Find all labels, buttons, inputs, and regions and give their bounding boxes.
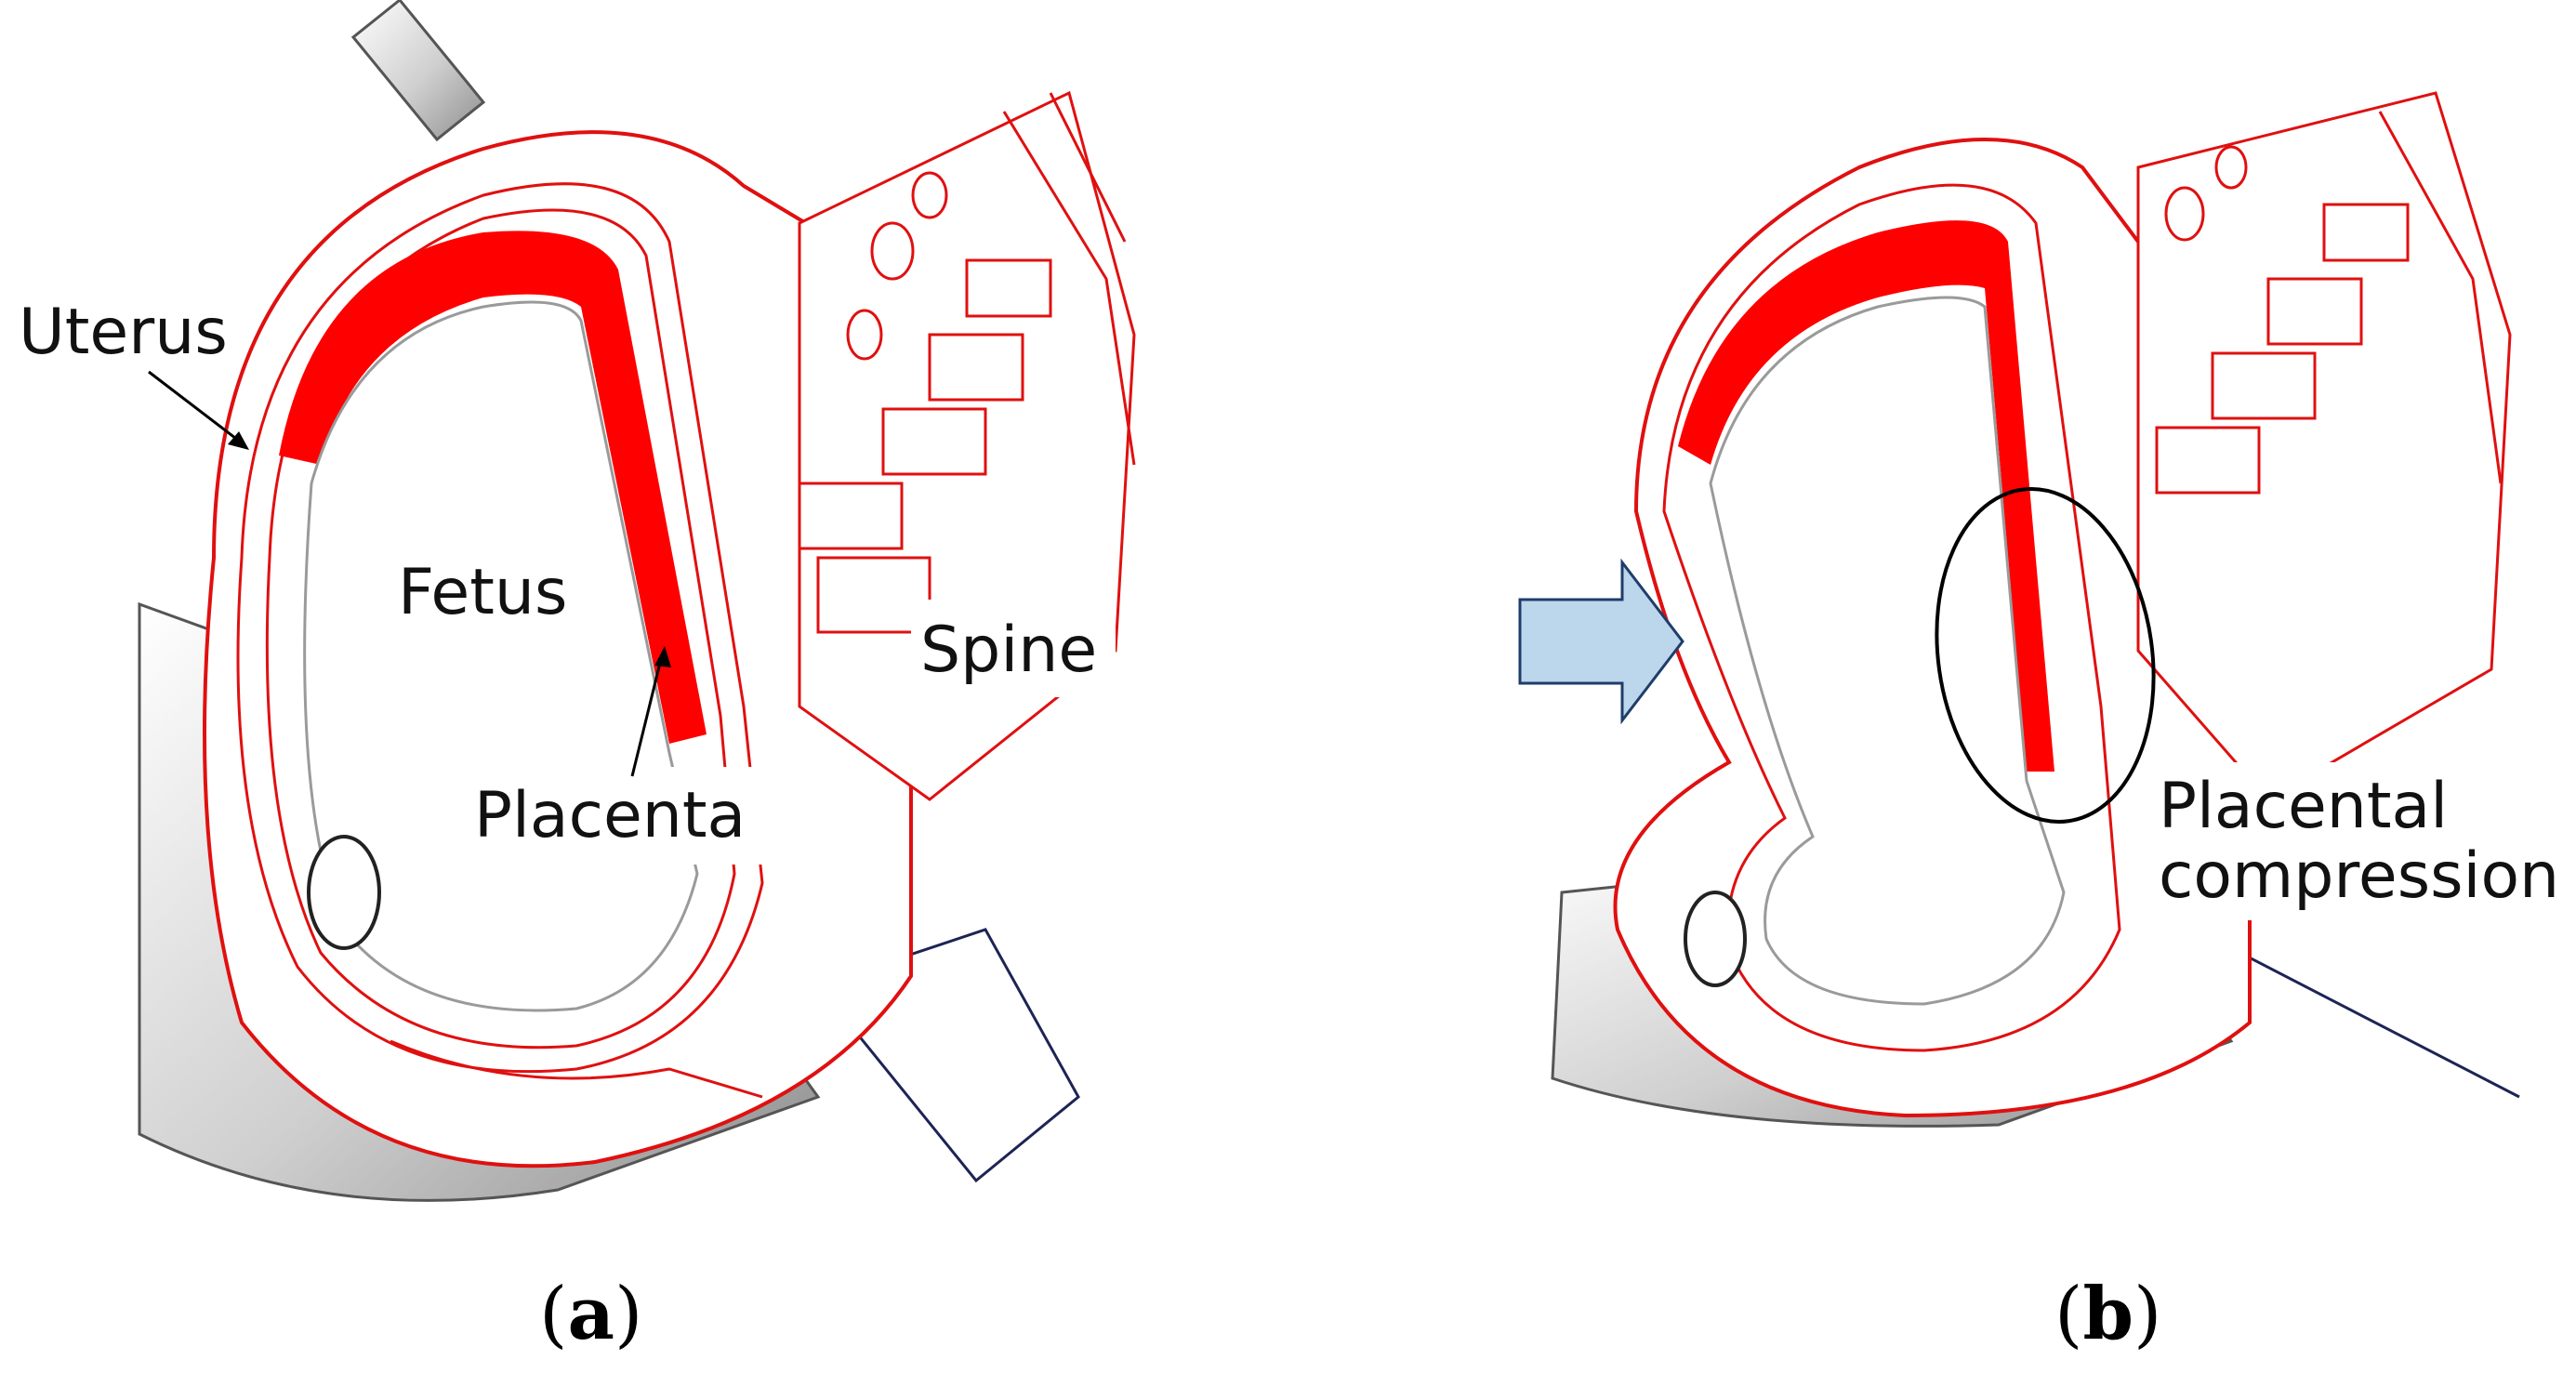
panel-a-caption-close: )	[614, 1273, 642, 1356]
panel-a-caption: (a)	[539, 1272, 642, 1356]
panel-a-caption-open: (	[539, 1273, 567, 1356]
panel-a-spine-label-bg	[911, 600, 1116, 697]
panel-b-caption: (b)	[2054, 1272, 2161, 1356]
panel-b-right-line	[2230, 946, 2520, 1099]
panel-b-caption-letter: b	[2082, 1272, 2133, 1356]
panel-b-fetus-cavity	[1709, 296, 2066, 1006]
panel-b-bladder	[1684, 891, 1747, 987]
panel-b-label-compression: compression	[2159, 839, 2559, 913]
panel-a-label-spine: Spine	[920, 614, 1097, 687]
panel-b-push-arrow-icon	[1518, 558, 1684, 725]
panel-a-leader-placenta	[630, 654, 664, 777]
panel-a-placenta	[279, 231, 707, 745]
panel-b: Placental compression (b)	[1518, 91, 2559, 1356]
panel-a-lower-structure	[390, 1039, 763, 1099]
panel-a-label-uterus: Uterus	[19, 296, 228, 369]
panel-a-label-placenta: Placenta	[474, 779, 746, 852]
panel-a: Uterus Fetus Spine Placenta (a)	[19, 0, 1136, 1356]
panel-a-bladder	[307, 835, 381, 950]
panel-a-box-outline	[815, 928, 1080, 1183]
panel-b-label-bg	[2147, 762, 2556, 920]
panel-a-leader-uterus	[148, 370, 244, 446]
panel-b-caption-close: )	[2133, 1273, 2161, 1356]
panel-a-placenta-label-bg	[460, 767, 767, 865]
panel-a-upper-tube	[350, 0, 486, 142]
panel-b-uterus-wall	[1662, 183, 2121, 1052]
panel-b-compression-ellipse	[1935, 487, 2156, 824]
panel-b-spine-region	[2136, 91, 2512, 801]
panel-b-caption-open: (	[2054, 1273, 2082, 1356]
panel-a-caption-letter: a	[567, 1272, 614, 1356]
panel-b-label-placental: Placental	[2159, 770, 2448, 843]
panel-a-leader-uterus-head	[228, 431, 249, 450]
panel-a-uterus-wall	[236, 182, 764, 1074]
panel-a-leader-placenta-head	[654, 646, 671, 667]
panel-a-label-fetus: Fetus	[398, 556, 567, 629]
